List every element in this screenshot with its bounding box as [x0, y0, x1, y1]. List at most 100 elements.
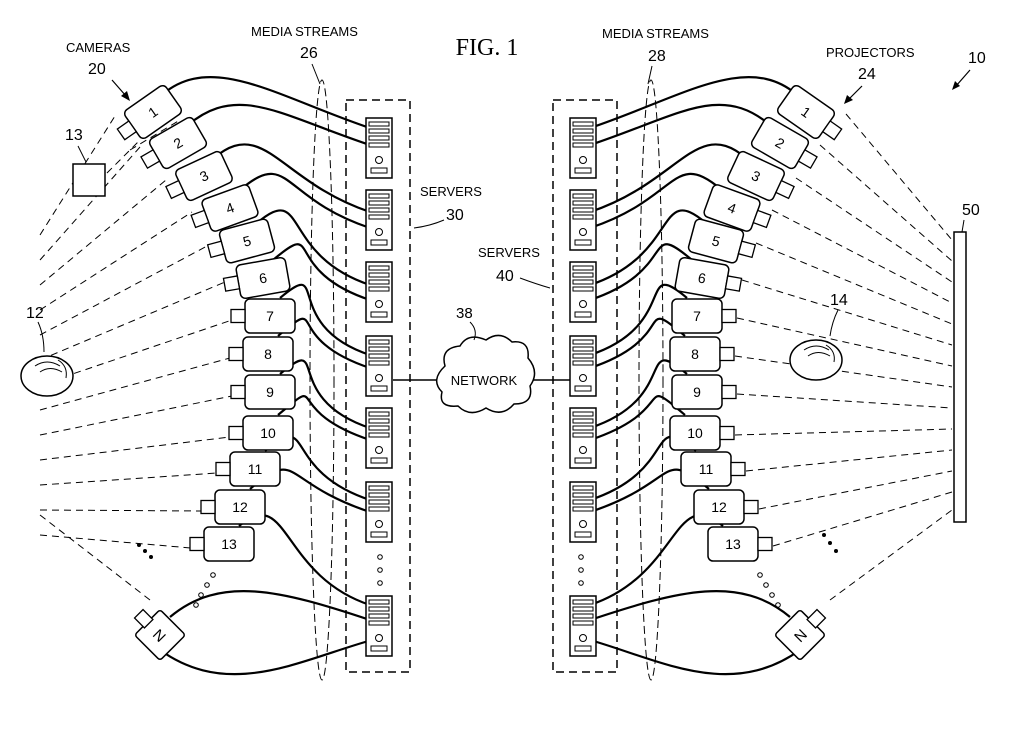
streams-left-ref: 26 — [300, 45, 318, 62]
projector-device-label: 7 — [693, 308, 701, 324]
projector-device-13: 13 — [707, 526, 773, 562]
network-label: NETWORK — [451, 373, 518, 388]
projector-device-label: 5 — [710, 232, 722, 250]
server-left-5 — [365, 407, 393, 469]
projector-device-label: 13 — [725, 536, 741, 552]
camera-device-6: 6 — [222, 256, 291, 300]
server-right-3 — [569, 261, 597, 323]
servers-left-label: SERVERS — [420, 184, 482, 199]
camera-device-label: 9 — [266, 384, 274, 400]
network-ref: 38 — [456, 305, 473, 322]
servers-40-box — [552, 99, 618, 673]
figure-ref-arrow — [955, 69, 971, 87]
camera-device-label: 12 — [232, 499, 248, 515]
projector-device-12: 12 — [693, 489, 759, 525]
servers-right-label: SERVERS — [478, 245, 540, 260]
servers-right-leader — [519, 277, 551, 289]
media-streams-28-bundle — [638, 79, 664, 681]
projector-device-9: 9 — [671, 374, 737, 410]
projector-device-6: 6 — [674, 256, 743, 300]
camera-device-9: 9 — [230, 374, 296, 410]
projector-device-label: 8 — [691, 346, 699, 362]
server-right-4 — [569, 335, 597, 397]
server-left-6 — [365, 481, 393, 543]
figure-ref: 10 — [968, 50, 986, 67]
projector-device-3: 3 — [727, 150, 795, 202]
server-left-3 — [365, 261, 393, 323]
camera-device-3: 3 — [165, 150, 233, 202]
cameras-ref: 20 — [88, 61, 106, 78]
projector-device-label: 9 — [693, 384, 701, 400]
camera-device-5: 5 — [206, 218, 276, 264]
server-right-7 — [569, 595, 597, 657]
server-right-2 — [569, 189, 597, 251]
servers-left-ref: 30 — [446, 207, 464, 224]
subject-left-leader — [37, 321, 45, 353]
projector-device-5: 5 — [687, 218, 757, 264]
cameras-label: CAMERAS — [66, 40, 131, 55]
servers-30-box — [345, 99, 411, 673]
subject-right-leader — [829, 309, 839, 337]
projectors-label: PROJECTORS — [826, 45, 915, 60]
projector-device-label: 11 — [699, 461, 714, 477]
projector-device-label: 6 — [697, 269, 708, 286]
figure-title: FIG. 1 — [456, 35, 519, 61]
server-left-1 — [365, 117, 393, 179]
server-towers — [365, 117, 597, 657]
projector-device-8: 8 — [669, 336, 735, 372]
camera-device-8: 8 — [228, 336, 294, 372]
streams-right-label: MEDIA STREAMS — [602, 26, 709, 41]
screen-ref: 50 — [962, 202, 980, 219]
projectors-arrow — [847, 85, 863, 101]
camera-device-4: 4 — [190, 184, 259, 232]
projector-device-7: 7 — [671, 298, 737, 334]
projector-device-label: 12 — [711, 499, 727, 515]
server-left-7 — [365, 595, 393, 657]
ellipsis-circles — [193, 554, 781, 608]
media-streams-26-bundle — [309, 79, 335, 681]
server-right-6 — [569, 481, 597, 543]
subject-left-ref: 12 — [26, 305, 44, 322]
camera-device-label: 7 — [266, 308, 274, 324]
object-ref: 13 — [65, 127, 83, 144]
cameras-arrow — [111, 79, 127, 97]
projection-screen — [953, 231, 967, 523]
streams-right-leader — [647, 65, 653, 85]
server-left-4 — [365, 335, 393, 397]
streams-right-ref: 28 — [648, 48, 666, 65]
servers-right-ref: 40 — [496, 268, 514, 285]
streams-left-leader — [311, 63, 321, 85]
servers-left-leader — [413, 219, 445, 229]
projector-device-label: 10 — [687, 425, 703, 441]
camera-device-N: N — [133, 608, 185, 660]
camera-device-12: 12 — [200, 489, 266, 525]
projectors-ref: 24 — [858, 66, 876, 83]
camera-device-label: 8 — [264, 346, 272, 362]
subject-right-ref: 14 — [830, 292, 848, 309]
camera-device-10: 10 — [228, 415, 294, 451]
screen-leader — [961, 219, 965, 233]
server-right-5 — [569, 407, 597, 469]
camera-device-label: 13 — [221, 536, 237, 552]
projector-device-2: 2 — [750, 116, 818, 170]
camera-device-label: 5 — [241, 232, 253, 250]
camera-device-label: 6 — [258, 269, 269, 286]
network-cloud — [436, 334, 536, 414]
ellipsis-dots — [137, 533, 838, 559]
projector-device-11: 11 — [680, 451, 746, 487]
camera-device-label: 11 — [248, 461, 263, 477]
server-left-2 — [365, 189, 393, 251]
camera-device-7: 7 — [230, 298, 296, 334]
camera-view-lines — [39, 113, 953, 601]
projector-device-10: 10 — [669, 415, 735, 451]
subject-left — [20, 355, 74, 397]
camera-device-11: 11 — [215, 451, 281, 487]
projector-device-4: 4 — [703, 184, 772, 232]
object-13 — [72, 163, 106, 197]
camera-device-label: 10 — [260, 425, 276, 441]
camera-device-13: 13 — [189, 526, 255, 562]
projector-device-1: 1 — [776, 84, 843, 141]
camera-device-2: 2 — [140, 116, 208, 170]
